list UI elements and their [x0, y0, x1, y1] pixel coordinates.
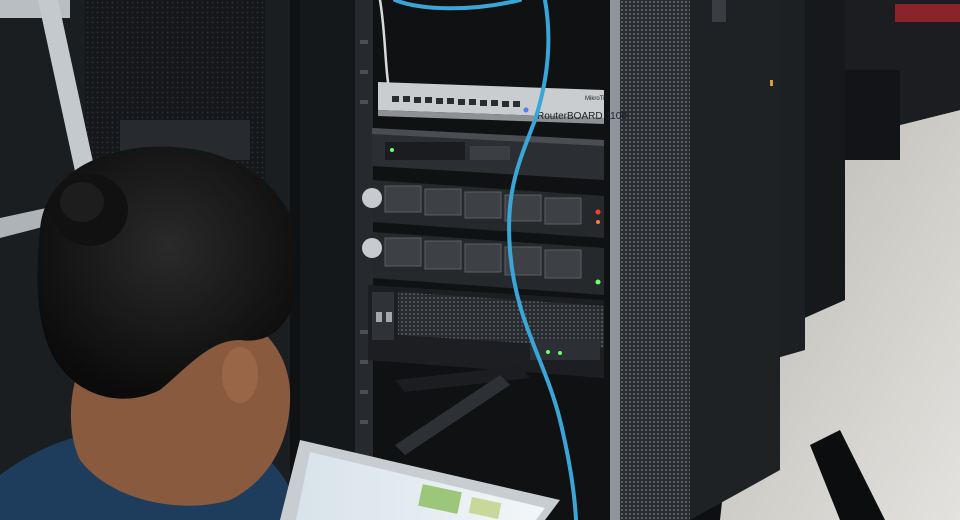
laptop: [280, 440, 560, 520]
rack-lower-empty: [395, 366, 530, 455]
server-2u-bottom: [368, 285, 604, 378]
foreground-object: [810, 430, 885, 520]
status-led-green: [595, 279, 601, 285]
router-brand-label: MikroTik: [585, 96, 608, 102]
server-drive-array-1: [362, 180, 604, 238]
rack-door-mesh: [615, 0, 690, 520]
router-routerboard: RouterBOARD 1100 MikroTik: [378, 82, 627, 124]
router-status-led-blue: [523, 107, 529, 113]
person-technician: [0, 146, 301, 520]
ear: [222, 347, 258, 403]
server-drive-array-2: [362, 232, 604, 295]
ethernet-cables: [378, 0, 578, 520]
router-model-label: RouterBOARD 1100: [537, 111, 627, 122]
status-led-red: [595, 209, 601, 215]
rack-rail-holes: [360, 40, 368, 424]
rack-door-side: [690, 0, 780, 520]
server-1u-top: [372, 128, 604, 180]
